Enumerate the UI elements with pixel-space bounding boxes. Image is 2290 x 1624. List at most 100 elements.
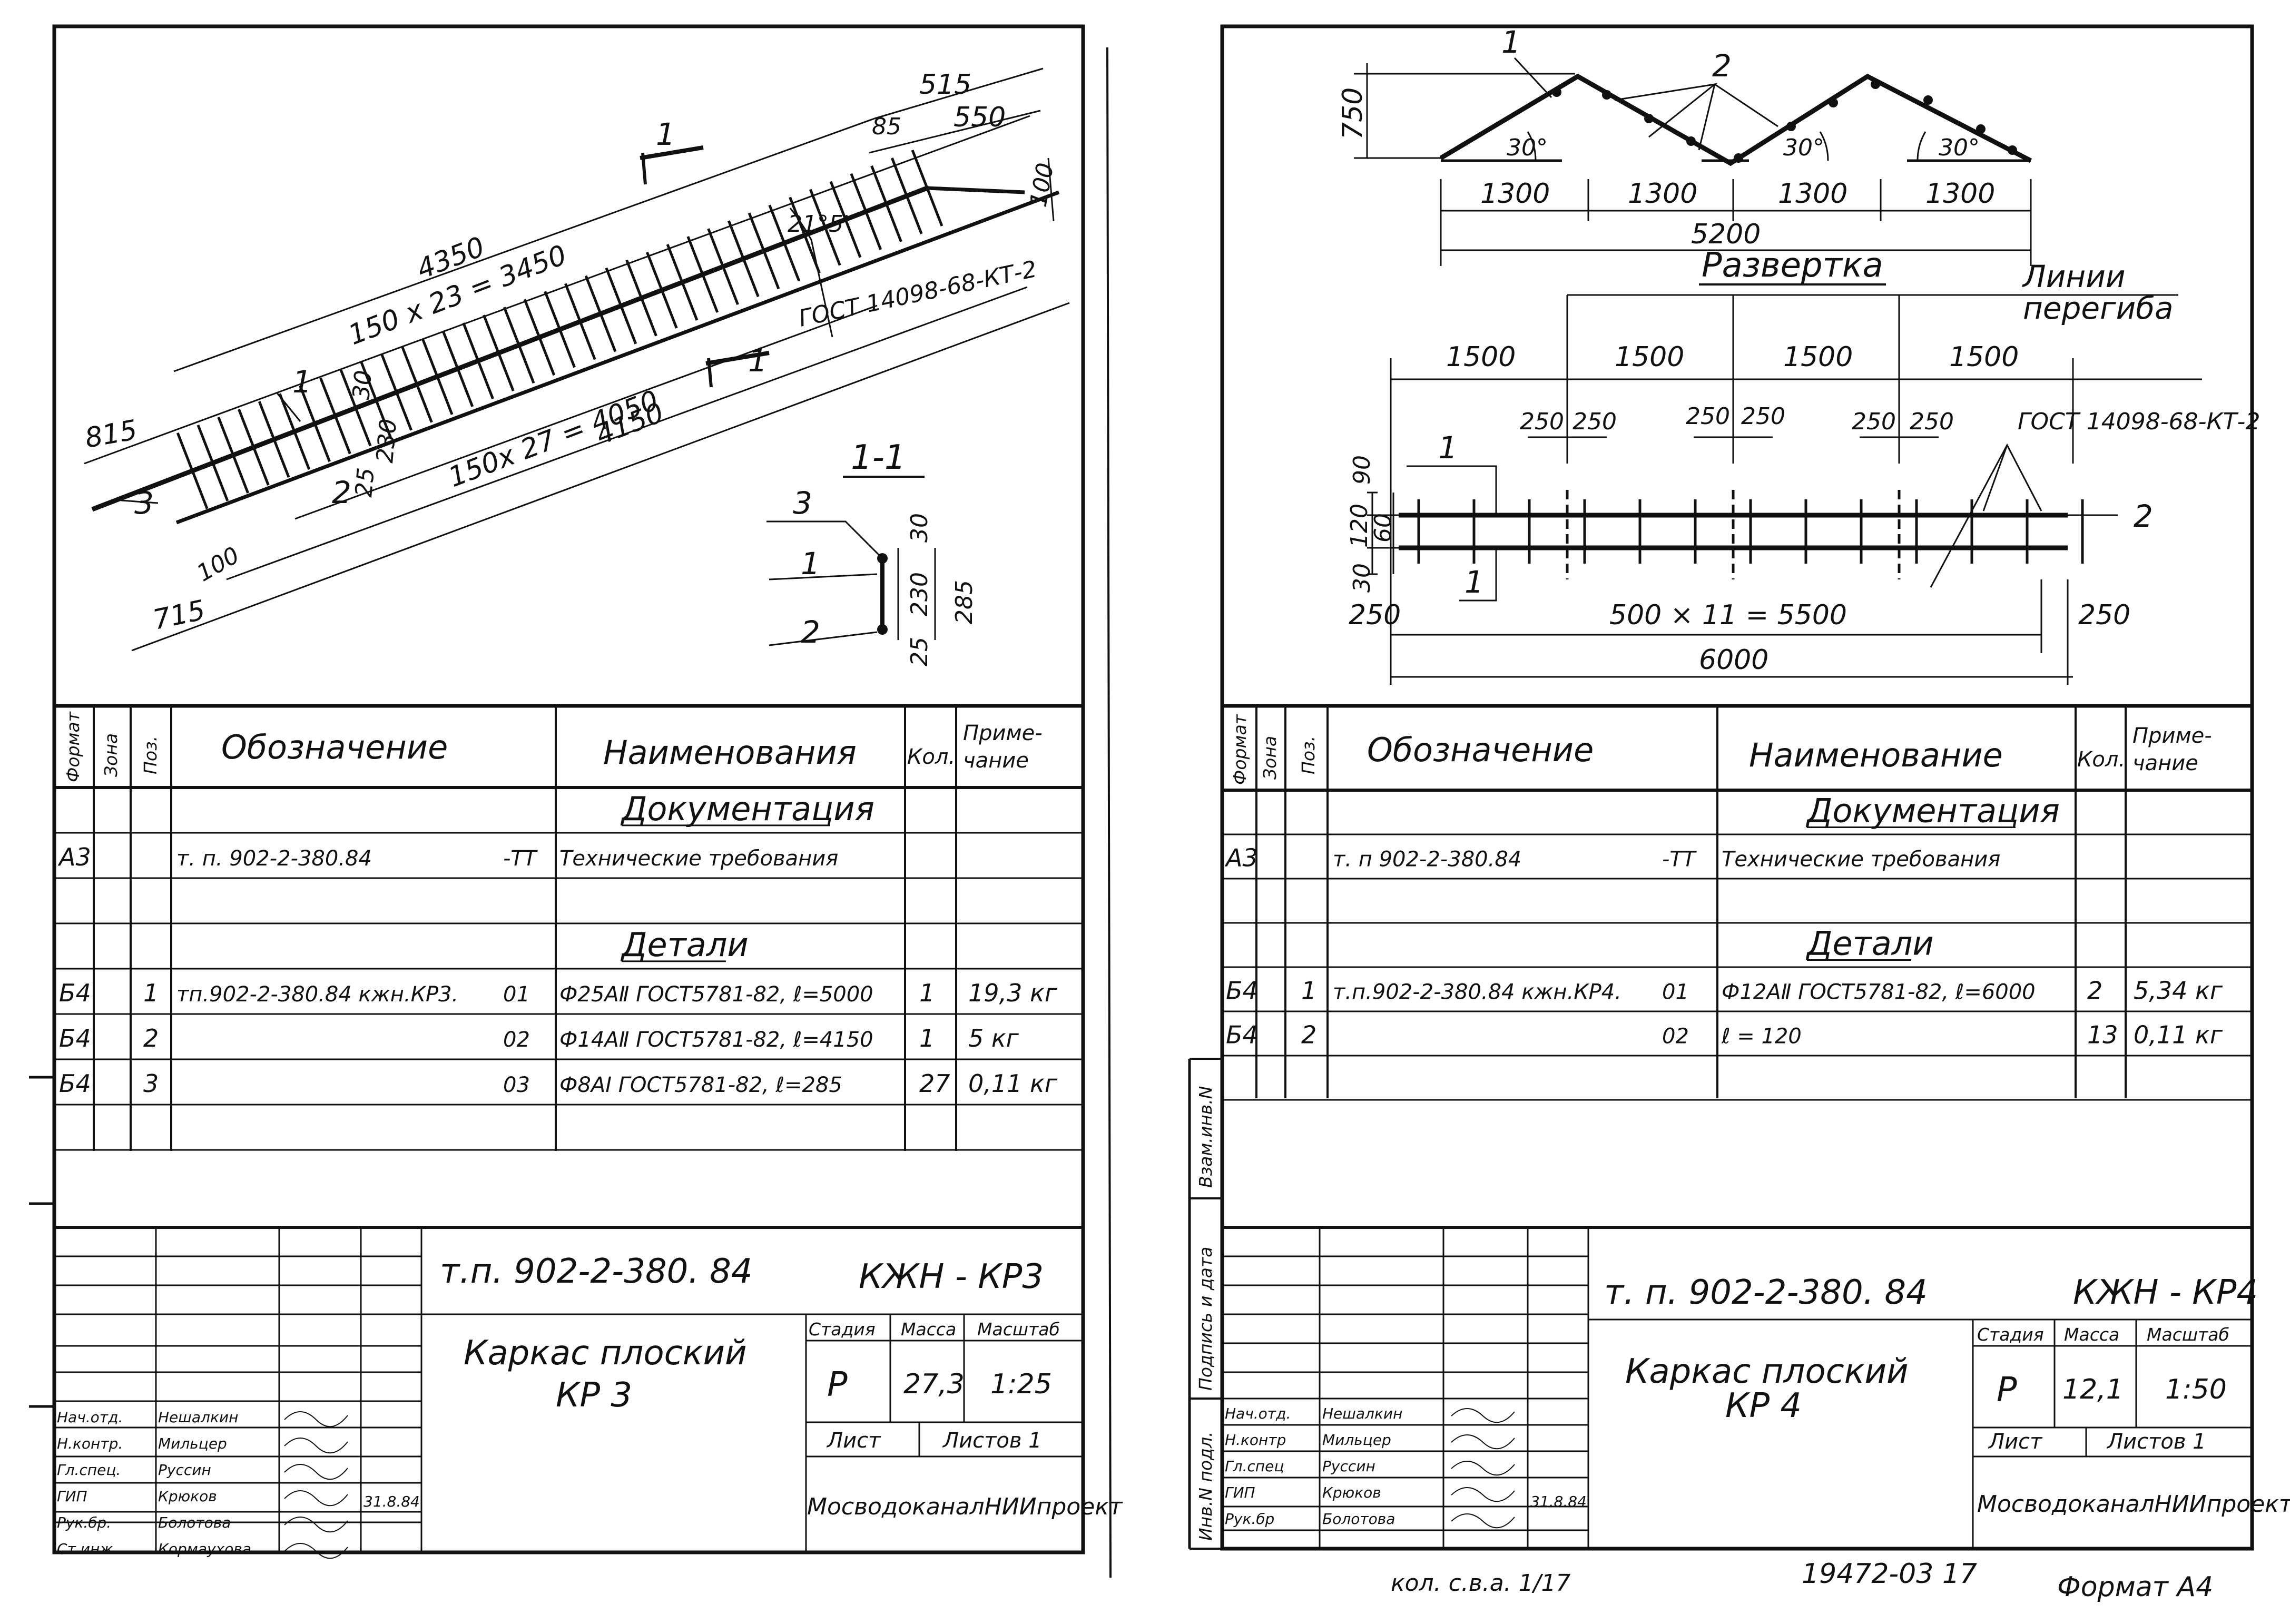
left-sheet-label: Лист	[826, 1429, 881, 1453]
v-dim-30: 30	[1349, 563, 1375, 593]
d250-f: 250	[1910, 408, 1954, 435]
left-stage-label: Стадия	[809, 1319, 876, 1340]
row-designation-suffix: -ТТ	[1662, 847, 1697, 871]
row-name: Технические требования	[1722, 847, 2000, 871]
dim-500x11: 500 × 11 = 5500	[1609, 599, 1847, 631]
row-quantity: 13	[2087, 1020, 2118, 1049]
row-designation-suffix: 02	[503, 1028, 530, 1052]
staff-role: Н.контр	[1225, 1431, 1286, 1449]
total-5200: 5200	[1691, 219, 1761, 250]
d250-c: 250	[1686, 403, 1730, 430]
row-name: Ф8АⅠ ГОСТ5781-82, ℓ=285	[559, 1073, 842, 1097]
staff-role: ГИП	[57, 1488, 87, 1505]
position-2-label: 2	[332, 475, 351, 510]
col-note-header: Приме-чание	[963, 721, 1043, 773]
bent-pos-1: 1	[1501, 24, 1521, 60]
right-mass-label: Масса	[2064, 1324, 2119, 1345]
row-quantity: 1	[919, 1024, 935, 1052]
right-sheet-border	[1220, 24, 2254, 1551]
right-spec-table: Формат Зона Поз. Обозначение Наименовани…	[1222, 704, 2252, 1101]
col-designation-header: Обозначение	[221, 728, 448, 766]
staff-role: Рук.бр	[1225, 1510, 1274, 1528]
row-note: 19,3 кг	[968, 979, 1058, 1007]
row-designation-suffix: 03	[503, 1073, 530, 1097]
section-dim-230: 230	[906, 572, 933, 616]
transverse-bars	[176, 150, 943, 509]
seg2-1500-1: 1500	[1446, 341, 1516, 373]
staff-role: Ст.инж.	[57, 1540, 117, 1558]
right-stage-label: Стадия	[1977, 1324, 2044, 1345]
v-dim-60: 60	[1370, 513, 1397, 543]
section-pos-3: 3	[793, 485, 812, 521]
row-position: 1	[1301, 976, 1316, 1005]
position-3-label: 3	[134, 485, 154, 521]
row-designation-suffix: 01	[503, 982, 530, 1007]
row-designation: т. п. 902-2-380.84	[176, 847, 372, 871]
staff-name: Кормаухова	[158, 1540, 251, 1558]
row-name: ℓ = 120	[1721, 1024, 1802, 1048]
left-org: МосводоканалНИИпроект	[807, 1493, 1123, 1520]
r-col-designation-header: Обозначение	[1367, 731, 1594, 769]
signature-mark	[1451, 1408, 1515, 1423]
signature-mark	[1451, 1434, 1515, 1450]
signature-mark	[284, 1411, 348, 1428]
right-doc-number: т. п. 902-2-380. 84	[1604, 1273, 1928, 1312]
staff-name: Болотова	[158, 1514, 231, 1531]
right-mass-value: 12,1	[2062, 1374, 2124, 1405]
section-dim-30: 30	[906, 513, 933, 543]
left-cage-drawing: 515 550 85 100 4350 150 х 23 = 3450 150х…	[83, 67, 1070, 652]
angle-30-a: 30°	[1507, 134, 1548, 161]
row-name: Технические требования	[559, 847, 838, 871]
angle-label: 21°5'	[788, 211, 850, 238]
bar-dot-bottom	[877, 624, 888, 635]
row-name: Ф12АⅡ ГОСТ5781-82, ℓ=6000	[1722, 980, 2036, 1004]
development-title: Развертка	[1702, 246, 1883, 285]
seg-1300-1: 1300	[1480, 178, 1550, 210]
section-heading: Документация	[620, 790, 874, 828]
row-name: Ф14АⅡ ГОСТ5781-82, ℓ=4150	[559, 1028, 873, 1052]
left-sheet-border	[52, 24, 1085, 1554]
margin-replacement: Взам.инв.N	[1195, 1086, 1216, 1188]
staff-name: Руссин	[158, 1461, 211, 1479]
dim-6000: 6000	[1699, 644, 1768, 676]
section-heading: Детали	[620, 926, 749, 964]
dim-815: 815	[83, 414, 140, 454]
row-position: 1	[143, 979, 159, 1007]
dev-pos-1-bottom: 1	[1465, 564, 1484, 600]
position-1-label: 1	[292, 364, 312, 400]
angle-30-b: 30°	[1783, 134, 1824, 161]
dim-750: 750	[1337, 87, 1369, 140]
signature-mark	[284, 1464, 348, 1480]
left-mass-label: Масса	[901, 1319, 956, 1340]
d250-a: 250	[1520, 408, 1564, 435]
dim-30: 30	[348, 369, 377, 401]
d250-d: 250	[1741, 403, 1785, 430]
row-designation-suffix: -ТТ	[503, 847, 538, 871]
right-gost-label: ГОСТ 14098-68-КТ-2	[2018, 408, 2260, 435]
d250-b: 250	[1572, 408, 1617, 435]
r-col-format-header: Формат	[1230, 713, 1250, 785]
left-sheet: 515 550 85 100 4350 150 х 23 = 3450 150х…	[29, 24, 1123, 1559]
staff-name: Болотова	[1322, 1510, 1395, 1528]
sign-date: 31.8.84	[1530, 1493, 1587, 1510]
section-heading: Детали	[1805, 924, 1934, 962]
footer-format: Формат А4	[2057, 1571, 2213, 1603]
section-dim-285: 285	[951, 580, 978, 624]
right-development: Развертка Линии перегиба 1500 1500 1500 …	[1346, 246, 2260, 685]
row-note: 5 кг	[968, 1024, 1019, 1052]
fold-lines-label-2: перегиба	[2023, 290, 2174, 326]
dim-515: 515	[919, 69, 971, 101]
dim-100-right: 100	[1025, 161, 1059, 209]
bar-dot	[1552, 87, 1561, 97]
staff-role: ГИП	[1225, 1484, 1255, 1501]
left-sheets-label: Листов 1	[942, 1429, 1042, 1453]
left-scale-value: 1:25	[990, 1369, 1052, 1400]
right-org: МосводоканалНИИпроект	[1977, 1491, 2290, 1518]
right-sheet: Взам.инв.N Подпись и дата Инв.N подл. 75…	[1188, 24, 2290, 1551]
row-designation-suffix: 01	[1662, 980, 1689, 1004]
left-stage-value: Р	[827, 1365, 848, 1404]
row-position: 3	[143, 1069, 159, 1098]
row-designation-suffix: 02	[1662, 1024, 1689, 1048]
right-title-block: т. п. 902-2-380. 84 КЖН - КР4 Каркас пло…	[1222, 1226, 2290, 1549]
staff-name: Мильцер	[1322, 1431, 1391, 1449]
